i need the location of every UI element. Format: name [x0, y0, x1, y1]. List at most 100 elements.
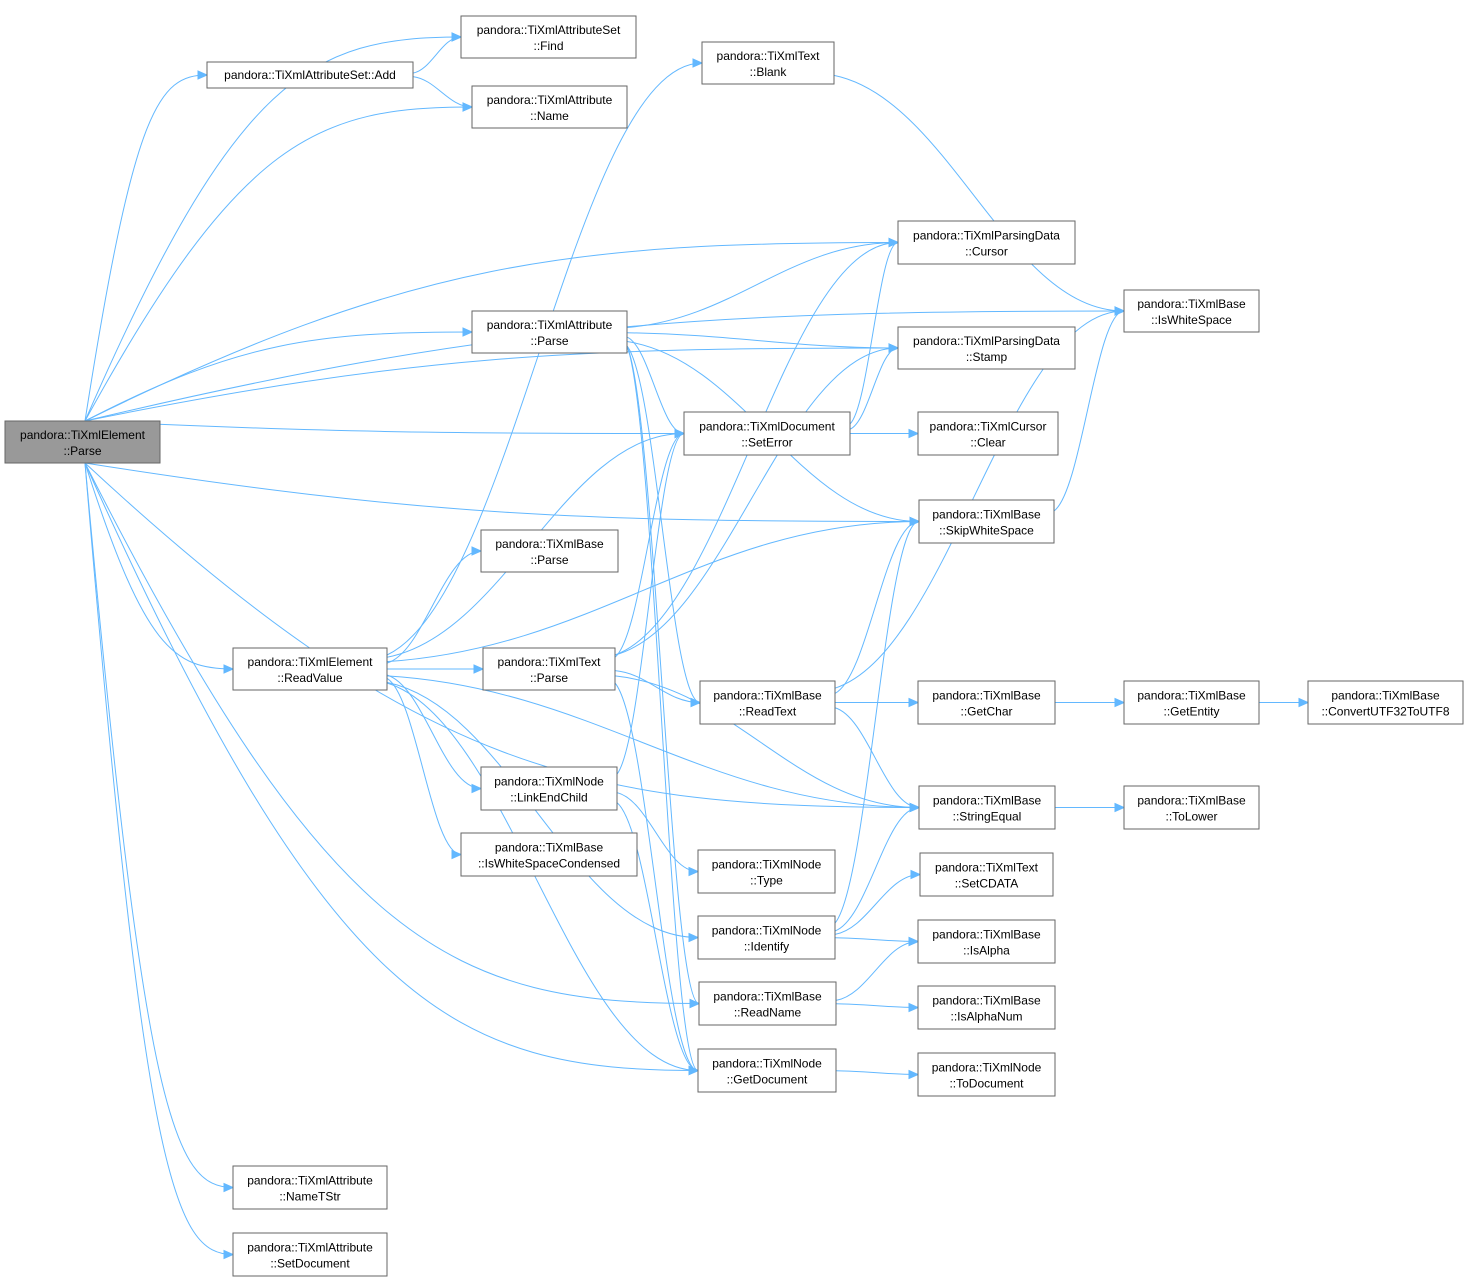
edge-root-to-attr-setdocument — [84, 462, 235, 1260]
node-label-line2: ::GetDocument — [727, 1073, 808, 1087]
node-label-line2: ::IsWhiteSpace — [1151, 313, 1232, 327]
edge-line — [84, 462, 920, 522]
node-label-line2: ::SetCDATA — [955, 877, 1019, 891]
node-base-isalphanum[interactable]: pandora::TiXmlBase::IsAlphaNum — [917, 985, 1056, 1030]
node-label-line1: pandora::TiXmlBase — [932, 508, 1041, 522]
edge-arrowhead — [471, 546, 483, 556]
node-box — [699, 680, 836, 725]
edge-base-readtext-to-base-iswhitespace — [834, 306, 1126, 689]
node-box — [232, 647, 388, 691]
node-attrset-find[interactable]: pandora::TiXmlAttributeSet::Find — [460, 15, 637, 59]
node-base-readtext[interactable]: pandora::TiXmlBase::ReadText — [699, 680, 836, 725]
node-text-setcdata[interactable]: pandora::TiXmlText::SetCDATA — [919, 852, 1054, 897]
node-box — [460, 832, 638, 877]
node-base-readname[interactable]: pandora::TiXmlBase::ReadName — [698, 981, 837, 1026]
edge-line — [616, 433, 685, 775]
node-box — [480, 529, 619, 573]
node-label-line1: pandora::TiXmlParsingData — [913, 229, 1060, 243]
edge-arrowhead — [888, 237, 900, 248]
edge-text-parse-to-node-getdocument — [614, 682, 700, 1076]
edge-arrowhead — [1114, 697, 1126, 708]
node-label-line2: ::Parse — [530, 334, 568, 348]
node-pd-stamp[interactable]: pandora::TiXmlParsingData::Stamp — [897, 326, 1076, 370]
node-base-tolower[interactable]: pandora::TiXmlBase::ToLower — [1123, 785, 1260, 830]
node-label-line2: ::Cursor — [965, 245, 1008, 259]
node-base-isalpha[interactable]: pandora::TiXmlBase::IsAlpha — [917, 919, 1056, 964]
node-box — [918, 499, 1055, 544]
node-label-line1: pandora::TiXmlAttribute — [247, 1241, 373, 1255]
edge-line — [614, 682, 699, 1071]
edge-arrowhead — [674, 428, 686, 439]
node-label-line1: pandora::TiXmlElement — [20, 428, 146, 442]
node-box — [683, 411, 851, 456]
edge-line — [833, 74, 1125, 312]
node-label-line2: ::SetError — [741, 436, 792, 450]
edge-arrowhead — [908, 697, 920, 708]
edge-line — [834, 707, 920, 808]
edge-line — [614, 670, 701, 703]
node-label-line2: ::IsAlphaNum — [950, 1010, 1022, 1024]
node-label-line2: ::GetEntity — [1163, 705, 1219, 719]
node-text-parse[interactable]: pandora::TiXmlText::Parse — [482, 647, 616, 691]
node-label-line1: pandora::TiXmlNode — [932, 1061, 1042, 1075]
node-label-line2: ::ConvertUTF32ToUTF8 — [1321, 705, 1449, 719]
edge-line — [84, 420, 685, 434]
node-attr-setdocument[interactable]: pandora::TiXmlAttribute::SetDocument — [232, 1232, 388, 1277]
edge-arrowhead — [1114, 306, 1126, 316]
node-box — [232, 1165, 388, 1210]
node-label-line2: ::Stamp — [966, 350, 1008, 364]
node-label-line1: pandora::TiXmlNode — [712, 858, 822, 872]
node-node-linkendchild[interactable]: pandora::TiXmlNode::LinkEndChild — [480, 766, 618, 811]
edge-line — [616, 802, 699, 1071]
edge-arrowhead — [909, 516, 921, 527]
node-doc-seterror[interactable]: pandora::TiXmlDocument::SetError — [683, 411, 851, 456]
node-base-stringequal[interactable]: pandora::TiXmlBase::StringEqual — [918, 785, 1056, 830]
node-label-line1: pandora::TiXmlCursor — [930, 420, 1047, 434]
node-box — [1307, 680, 1464, 725]
node-label-line1: pandora::TiXmlBase — [933, 794, 1042, 808]
edge-attrset-add-to-attrset-find — [412, 32, 463, 74]
node-root[interactable]: pandora::TiXmlElement::Parse — [4, 420, 161, 464]
node-base-iswhitespace[interactable]: pandora::TiXmlBase::IsWhiteSpace — [1123, 289, 1260, 333]
node-node-type[interactable]: pandora::TiXmlNode::Type — [697, 849, 836, 894]
node-node-todocument[interactable]: pandora::TiXmlNode::ToDocument — [917, 1052, 1056, 1097]
node-box — [917, 411, 1059, 456]
node-base-iswscondensed[interactable]: pandora::TiXmlBase::IsWhiteSpaceCondense… — [460, 832, 638, 877]
node-elem-readvalue[interactable]: pandora::TiXmlElement::ReadValue — [232, 647, 388, 691]
edge-line — [84, 462, 699, 1071]
edge-line — [386, 675, 920, 808]
node-attrset-add[interactable]: pandora::TiXmlAttributeSet::Add — [206, 61, 414, 89]
node-box — [919, 852, 1054, 897]
node-base-convert[interactable]: pandora::TiXmlBase::ConvertUTF32ToUTF8 — [1307, 680, 1464, 725]
edge-line — [616, 792, 699, 872]
node-base-getchar[interactable]: pandora::TiXmlBase::GetChar — [917, 680, 1056, 725]
edge-line — [626, 345, 700, 1004]
edge-line — [412, 76, 473, 108]
node-label-line2: ::NameTStr — [279, 1190, 340, 1204]
node-text-blank[interactable]: pandora::TiXmlText::Blank — [701, 41, 835, 85]
node-label-line1: pandora::TiXmlNode — [494, 775, 604, 789]
edge-base-readname-to-base-isalpha — [835, 936, 920, 1001]
edge-base-readtext-to-base-skipwhitespace — [834, 516, 921, 694]
node-attr-parse[interactable]: pandora::TiXmlAttribute::Parse — [471, 310, 628, 354]
node-node-identify[interactable]: pandora::TiXmlNode::Identify — [697, 915, 836, 960]
node-pd-cursor[interactable]: pandora::TiXmlParsingData::Cursor — [897, 220, 1076, 265]
edge-line — [84, 462, 234, 1255]
edge-node-linkendchild-to-doc-seterror — [616, 428, 686, 775]
edge-line — [626, 242, 899, 329]
edge-line — [412, 36, 462, 74]
node-label-line1: pandora::TiXmlBase — [713, 990, 822, 1004]
edge-arrowhead — [688, 866, 700, 877]
node-attr-name[interactable]: pandora::TiXmlAttribute::Name — [471, 85, 628, 129]
node-label-line2: ::Parse — [63, 444, 101, 458]
node-node-getdocument[interactable]: pandora::TiXmlNode::GetDocument — [697, 1048, 837, 1093]
node-label-line1: pandora::TiXmlAttribute — [487, 318, 613, 332]
node-label-line1: pandora::TiXmlAttribute — [487, 93, 613, 107]
node-base-parse[interactable]: pandora::TiXmlBase::Parse — [480, 529, 619, 573]
node-cursor-clear[interactable]: pandora::TiXmlCursor::Clear — [917, 411, 1059, 456]
node-attr-nametstr[interactable]: pandora::TiXmlAttribute::NameTStr — [232, 1165, 388, 1210]
node-label-line1: pandora::TiXmlBase — [1137, 689, 1246, 703]
node-base-getentity[interactable]: pandora::TiXmlBase::GetEntity — [1123, 680, 1260, 725]
node-base-skipwhitespace[interactable]: pandora::TiXmlBase::SkipWhiteSpace — [918, 499, 1055, 544]
edge-arrowhead — [688, 932, 700, 943]
